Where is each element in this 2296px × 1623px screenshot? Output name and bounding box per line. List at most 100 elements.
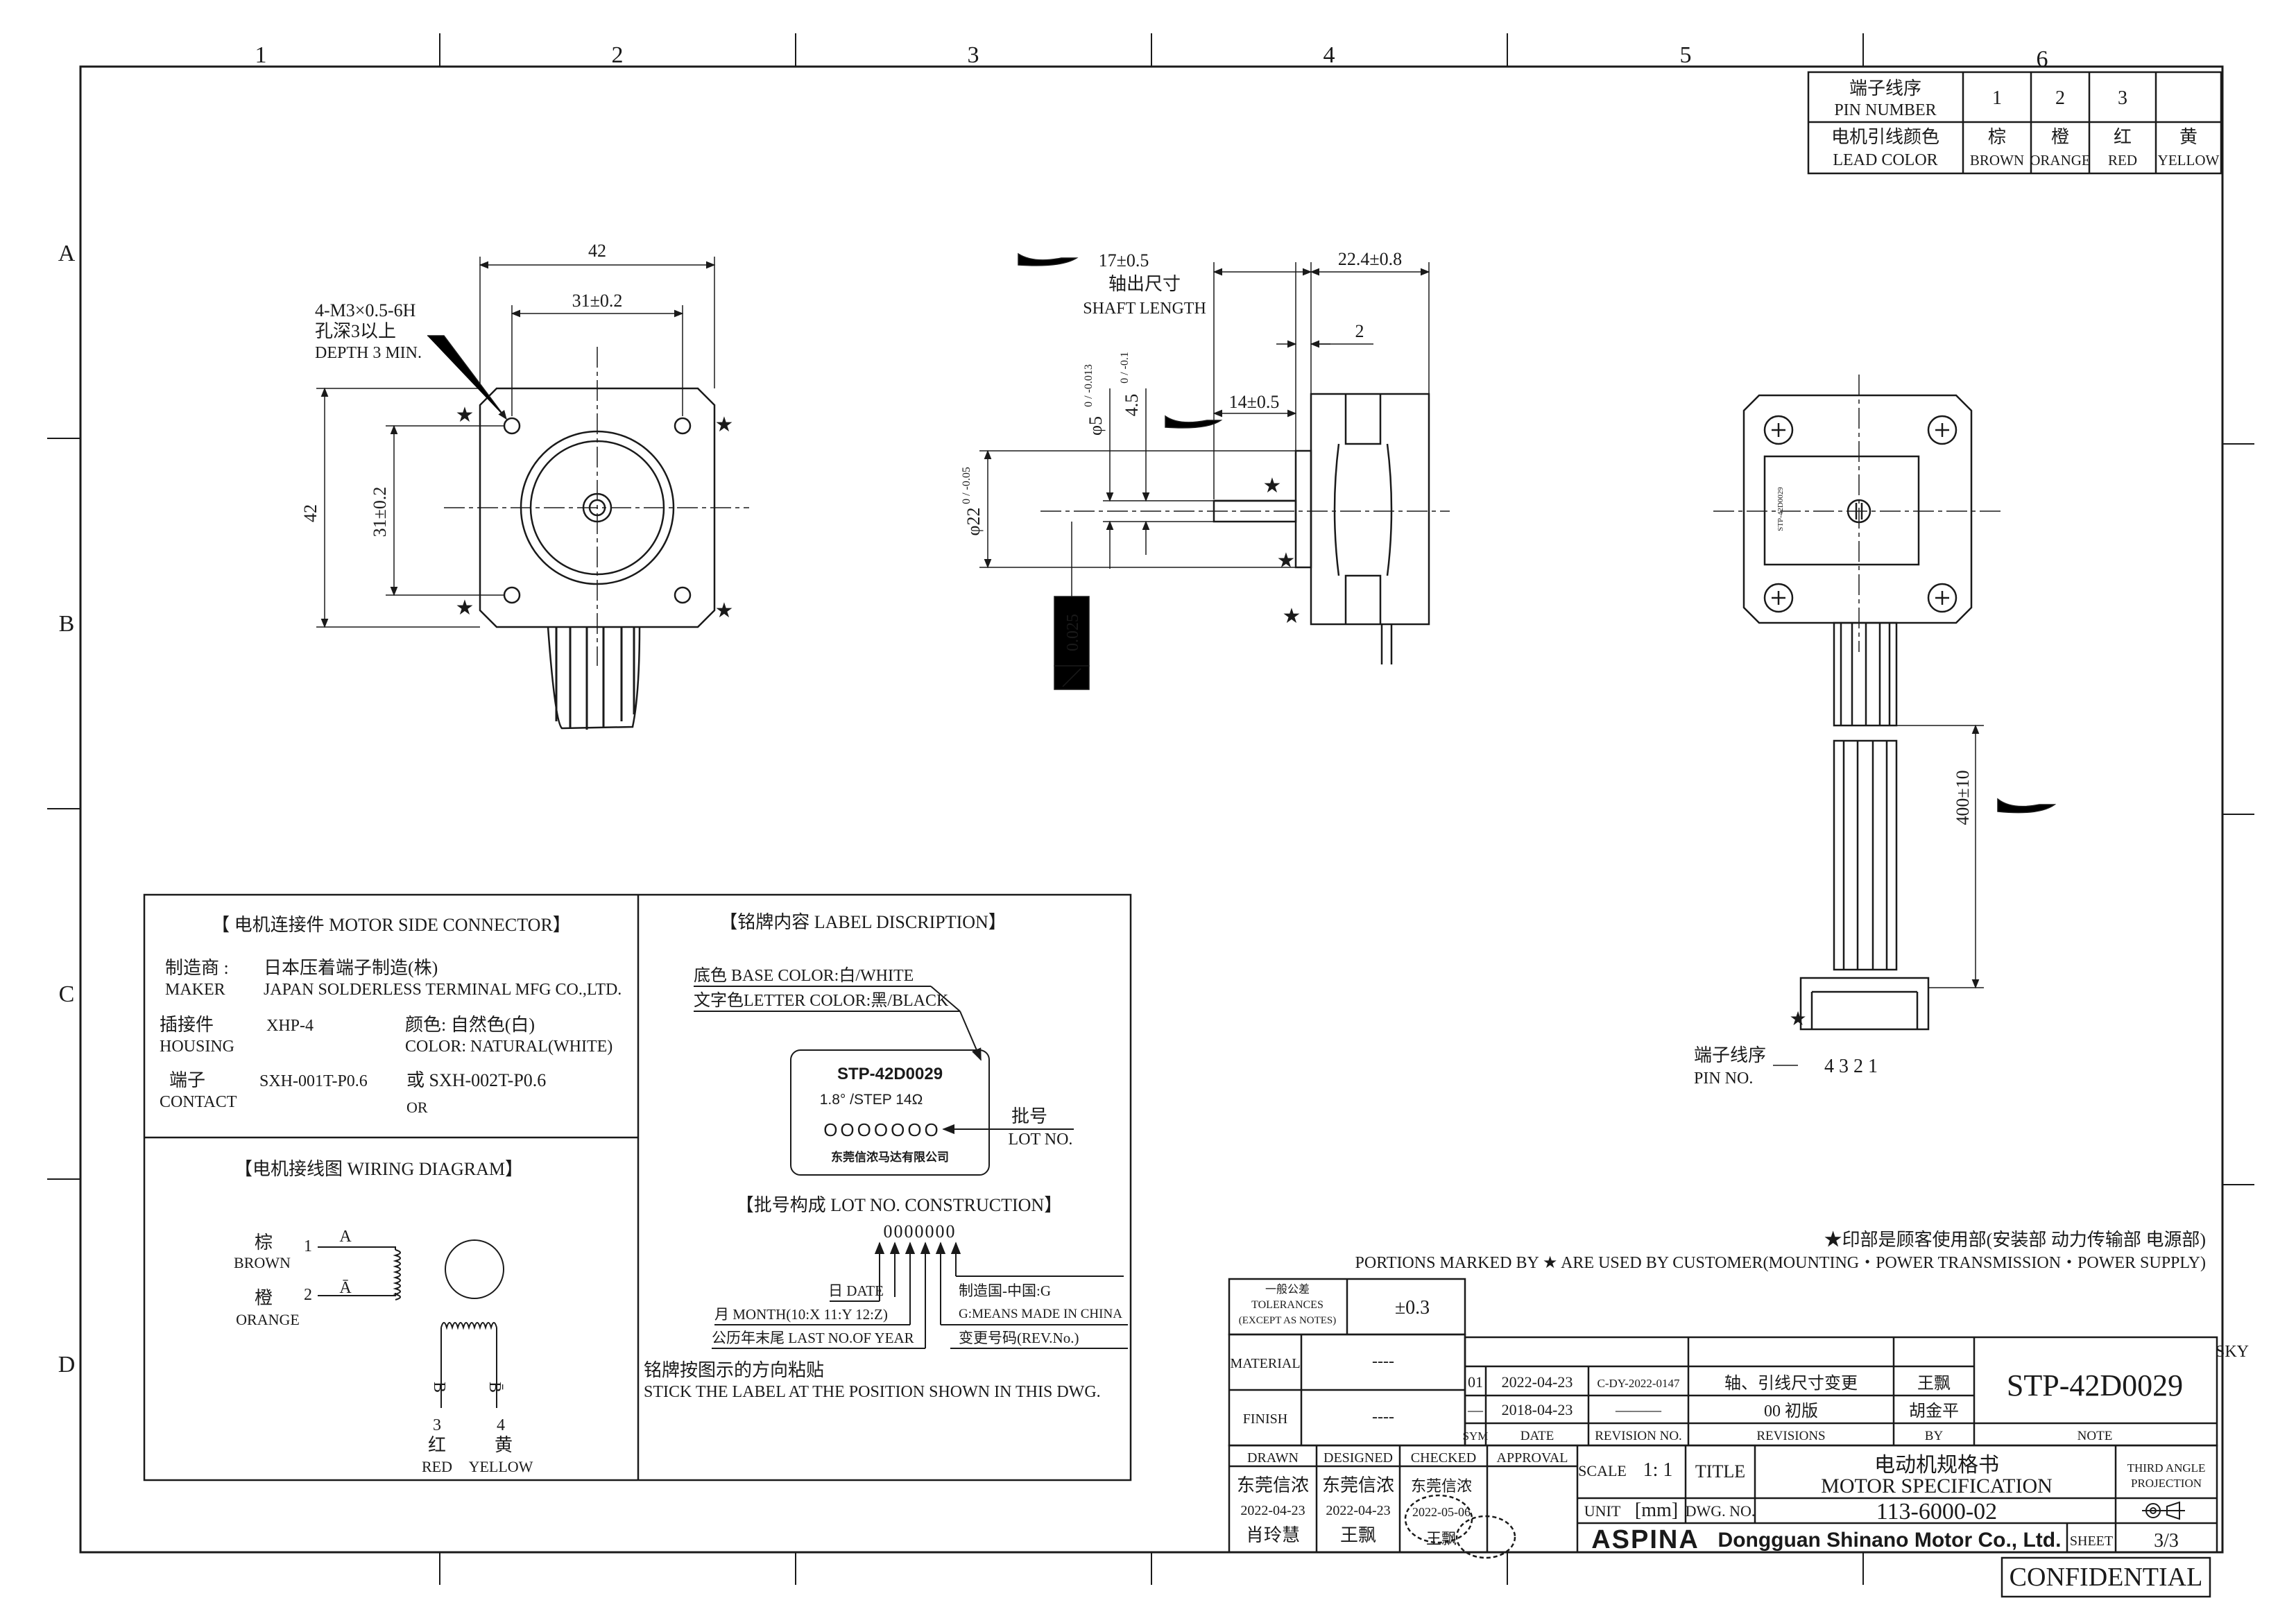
maker-key-cn: 制造商 : <box>165 958 229 978</box>
pin-order: 4 3 2 1 <box>1824 1056 1878 1077</box>
tolerance-value: ±0.3 <box>1395 1297 1430 1319</box>
rear-label-model: STP-42D0029 <box>1776 487 1785 531</box>
drawn-name: 肖玲慧 <box>1246 1525 1300 1545</box>
dim-hole-pitch-h: 31±0.2 <box>572 291 623 311</box>
wire-num-1: 1 <box>304 1237 312 1255</box>
title-cn: 电动机规格书 <box>1874 1454 1999 1477</box>
title-en: MOTOR SPECIFICATION <box>1821 1475 2053 1497</box>
col-label: 1 <box>255 42 267 68</box>
lead-color-cn: 电机引线颜色 <box>1831 127 1939 147</box>
lot-revision: 变更号码(REV.No.) <box>959 1330 1079 1346</box>
col-label: 5 <box>1680 42 1692 68</box>
finish-label: FINISH <box>1243 1411 1287 1427</box>
pin-color-en: BROWN <box>1970 152 2024 169</box>
rev1-date: 2022-04-23 <box>1502 1373 1573 1391</box>
rev0-sym: — <box>1467 1401 1484 1418</box>
lot-code: 0000000 <box>884 1221 957 1242</box>
wire-num-4: 4 <box>497 1416 505 1434</box>
rev0-text: 00 初版 <box>1764 1402 1818 1420</box>
dim-lead-length: 400±10 <box>1953 770 1973 825</box>
customer-star: ★ <box>456 404 474 427</box>
sky-mark: SKY <box>2216 1343 2249 1361</box>
wire-yellow-en: YELLOW <box>469 1458 533 1475</box>
runout-tolerance: 0.025 <box>1064 614 1082 651</box>
customer-star: ★ <box>715 413 734 436</box>
customer-star: ★ <box>1789 1008 1806 1030</box>
dim-flange: 2 <box>1355 321 1364 341</box>
designed-company: 东莞信浓 <box>1322 1475 1394 1495</box>
stick-label-cn: 铭牌按图示的方向粘贴 <box>644 1360 824 1380</box>
phase-b-bar: B̄ <box>486 1382 504 1393</box>
label-company: 东莞信浓马达有限公司 <box>831 1150 949 1164</box>
tolerance-en: TOLERANCES <box>1251 1299 1323 1311</box>
housing-key-en: HOUSING <box>160 1038 234 1056</box>
dim-shaft-dia-tol: 0 / -0.013 <box>1083 364 1095 407</box>
wire-brown-en: BROWN <box>234 1254 291 1271</box>
projection-label-2: PROJECTION <box>2131 1477 2202 1490</box>
zone-labels: 1 2 3 4 5 6 A B C D <box>58 42 2048 1377</box>
customer-star: ★ <box>456 596 474 619</box>
label-step: 1.8° /STEP 14Ω <box>820 1092 923 1108</box>
customer-star: ★ <box>715 599 734 622</box>
pin-color-cn: 橙 <box>2051 127 2069 147</box>
header-note: NOTE <box>2077 1429 2113 1443</box>
dim-hole-pitch-v: 31±0.2 <box>370 487 390 538</box>
dim-width: 42 <box>588 241 606 261</box>
dim-pilot-dia: φ22 <box>963 507 984 535</box>
pin-color-cn: 红 <box>2114 127 2132 147</box>
dim-shaft-length: 17±0.5 <box>1099 250 1149 270</box>
pin-color-en: RED <box>2108 152 2137 169</box>
row-label: D <box>58 1352 76 1377</box>
company-logo: ASPINA <box>1591 1525 1699 1554</box>
wire-num-2: 2 <box>304 1286 312 1304</box>
drawn-company: 东莞信浓 <box>1237 1475 1309 1495</box>
lead-color-en: LEAD COLOR <box>1833 151 1937 169</box>
header-by: BY <box>1925 1429 1944 1443</box>
lot-country-cn: 制造国-中国:G <box>959 1282 1051 1299</box>
rev0-date: 2018-04-23 <box>1502 1401 1573 1418</box>
shaft-length-cn: 轴出尺寸 <box>1108 274 1181 294</box>
lot-no-cn: 批号 <box>1011 1106 1047 1126</box>
connector-title: 【 电机连接件 MOTOR SIDE CONNECTOR】 <box>212 915 571 935</box>
pin-header-cn: 端子线序 <box>1849 78 1921 98</box>
rev1-text: 轴、引线尺寸变更 <box>1724 1374 1858 1393</box>
pin-num: 2 <box>2055 87 2065 109</box>
checked-stamp: 东莞信浓 <box>1411 1477 1472 1495</box>
contact-key-cn: 端子 <box>169 1070 205 1090</box>
wire-red-en: RED <box>422 1458 452 1475</box>
pin-num: 3 <box>2118 87 2127 109</box>
contact-alt-en: OR <box>406 1099 428 1116</box>
lot-date: 日 DATE <box>828 1282 884 1299</box>
contact-value: SXH-001T-P0.6 <box>259 1072 368 1090</box>
unit-label: UNIT <box>1584 1502 1621 1520</box>
frame <box>47 33 2254 1585</box>
drawn-date: 2022-04-23 <box>1240 1503 1305 1518</box>
wire-brown-cn: 棕 <box>255 1233 273 1253</box>
maker-value-cn: 日本压着端子制造(株) <box>264 958 438 978</box>
contact-alt-cn: 或 SXH-002T-P0.6 <box>406 1070 546 1090</box>
designed-name: 王飘 <box>1340 1525 1376 1545</box>
dim-flat-length: 14±0.5 <box>1229 392 1280 412</box>
phase-a-bar: Ā <box>339 1279 352 1297</box>
wire-num-3: 3 <box>433 1416 441 1434</box>
col-label: 6 <box>2037 46 2048 72</box>
pin-color-en: ORANGE <box>2030 152 2091 169</box>
lot-year: 公历年末尾 LAST NO.OF YEAR <box>712 1330 914 1346</box>
customer-star: ★ <box>1283 605 1301 628</box>
customer-notes: ★印部是顾客使用部(安装部 动力传输部 电源部) PORTIONS MARKED… <box>1355 1230 2206 1272</box>
rev1-by: 王飘 <box>1917 1375 1951 1393</box>
pin-color-cn: 黄 <box>2179 127 2198 147</box>
dim-height: 42 <box>300 504 320 522</box>
scale-label: SCALE <box>1578 1462 1627 1479</box>
wire-orange-en: ORANGE <box>236 1311 300 1328</box>
scale-value: 1: 1 <box>1643 1459 1673 1481</box>
tolerance-cn: 一般公差 <box>1265 1283 1310 1296</box>
shaft-length-en: SHAFT LENGTH <box>1083 300 1206 318</box>
projection-label: THIRD ANGLE <box>2127 1461 2206 1475</box>
note-star-cn: ★印部是顾客使用部(安装部 动力传输部 电源部) <box>1824 1230 2206 1250</box>
stick-label-en: STICK THE LABEL AT THE POSITION SHOWN IN… <box>644 1383 1101 1401</box>
title-block: 一般公差 TOLERANCES (EXCEPT AS NOTES) ±0.3 M… <box>1228 1278 2249 1598</box>
dim-flat: 4.5 <box>1122 394 1142 417</box>
label-lot: OOOOOOO <box>823 1119 941 1140</box>
